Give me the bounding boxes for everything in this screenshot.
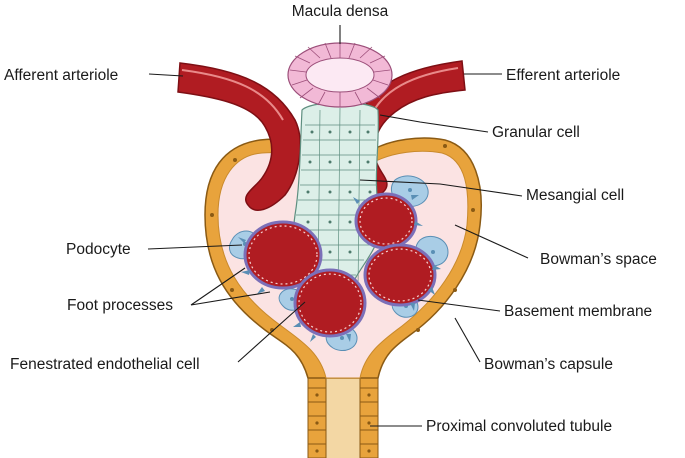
label-bowmans-capsule: Bowman’s capsule [484,356,613,373]
macula-densa [287,42,393,108]
label-macula-densa: Macula densa [292,3,389,20]
label-proximal-convoluted-tubule: Proximal convoluted tubule [426,418,612,435]
label-podocyte: Podocyte [66,241,131,258]
label-foot-processes: Foot processes [67,297,173,314]
label-granular-cell: Granular cell [492,124,580,141]
label-efferent-arteriole: Efferent arteriole [506,67,620,84]
foot-processes [238,195,441,342]
label-mesangial-cell: Mesangial cell [526,187,624,204]
label-fenestrated-endothelial-cell: Fenestrated endothelial cell [10,356,200,373]
proximal-tubule [307,374,379,458]
label-bowmans-space: Bowman’s space [540,251,657,268]
leader-lines [147,25,529,427]
capillary-loops [243,192,437,338]
label-afferent-arteriole: Afferent arteriole [4,67,118,84]
label-basement-membrane: Basement membrane [504,303,652,320]
afferent-arteriole [177,62,301,211]
